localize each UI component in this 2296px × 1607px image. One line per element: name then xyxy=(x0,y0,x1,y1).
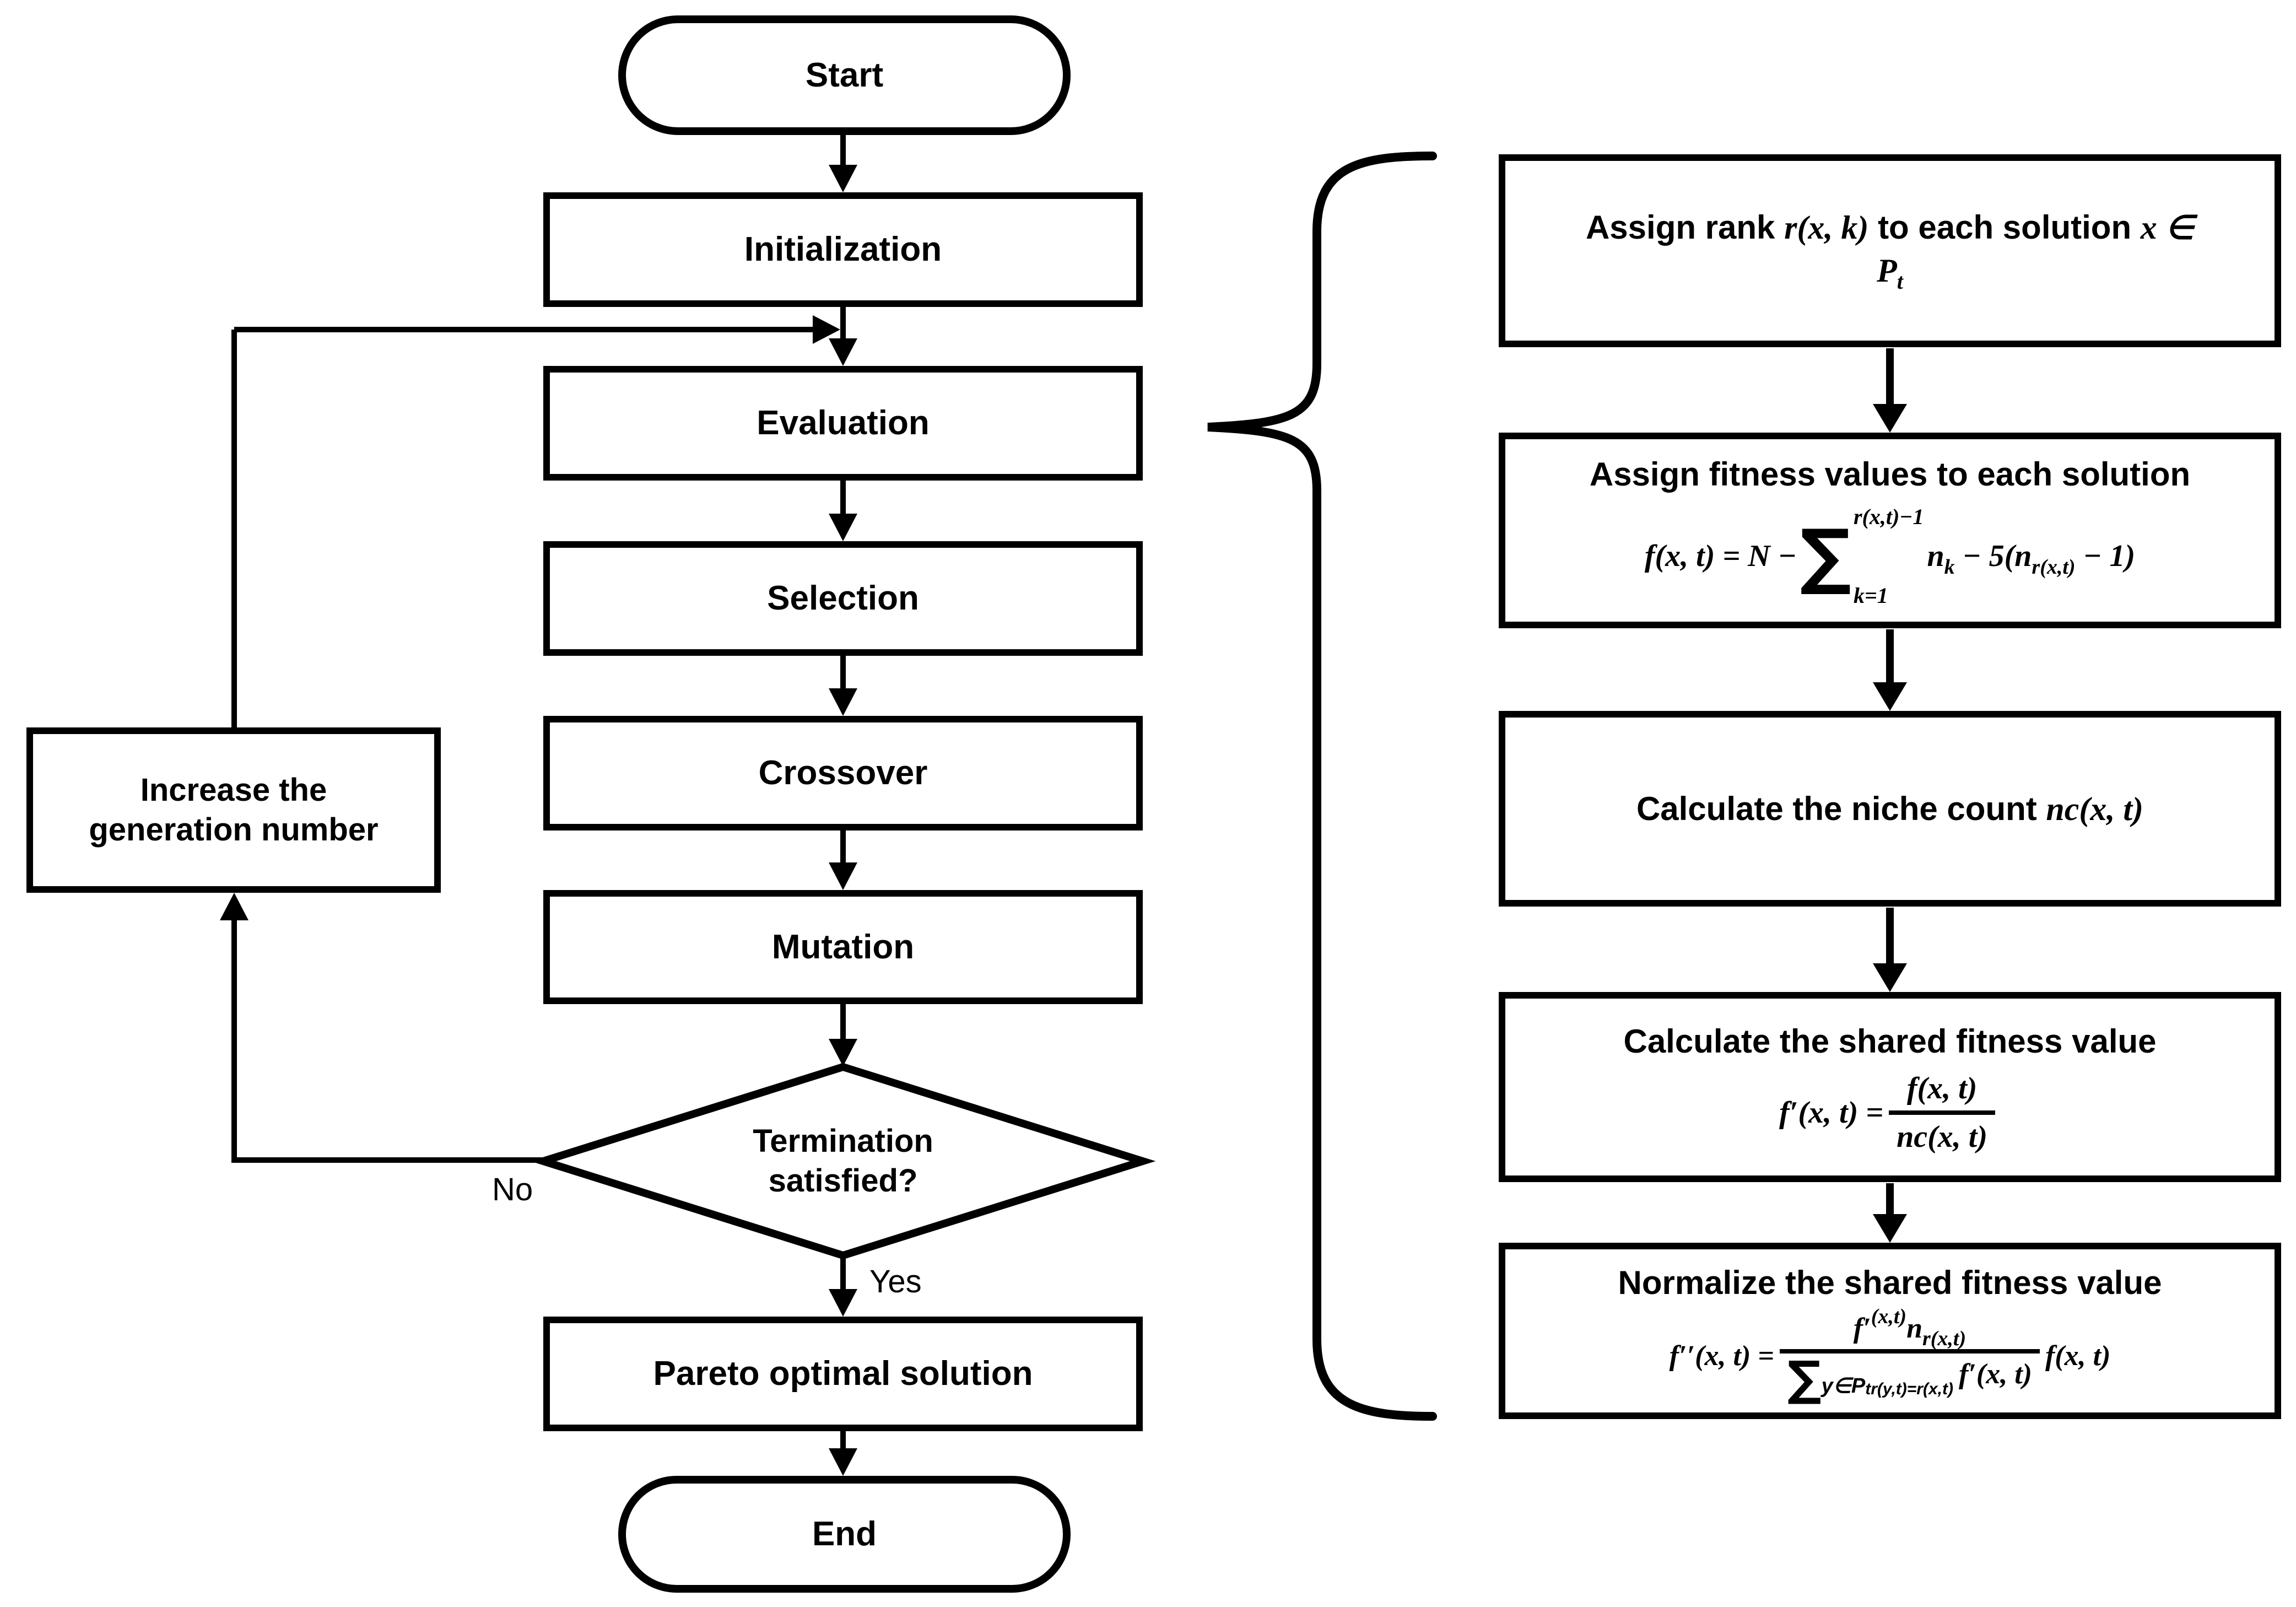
assign-fitness-title: Assign fitness values to each solution xyxy=(1589,455,2191,493)
no-branch-hline xyxy=(231,1157,557,1163)
arrow-eval-selection-head xyxy=(829,514,857,541)
shared-fitness-formula: f′(x, t) = f(x, t) nc(x, t) xyxy=(1779,1071,2001,1155)
evaluation-node: Evaluation xyxy=(543,366,1143,481)
initialization-label: Initialization xyxy=(744,230,942,269)
arrow-crossover-mutation-line xyxy=(840,829,846,865)
arrow-mutation-decision-line xyxy=(840,1003,846,1041)
initialization-node: Initialization xyxy=(543,192,1143,307)
increase-generation-node: Increase the generation number xyxy=(26,727,441,893)
start-label: Start xyxy=(805,56,884,94)
summation-symbol: ∑ r(x,t)−1 k=1 xyxy=(1800,504,1924,608)
arrow-r4-r5-line xyxy=(1886,1183,1894,1215)
increase-generation-label: Increase the generation number xyxy=(89,772,379,848)
arrow-pareto-end-line xyxy=(840,1430,846,1450)
termination-decision-label: Termination satisfied? xyxy=(753,1123,933,1199)
selection-label: Selection xyxy=(767,579,919,618)
arrow-mutation-decision-head xyxy=(829,1039,857,1066)
no-branch-head xyxy=(220,893,248,920)
assign-rank-box: Assign rank r(x, k) to each solution x ∈… xyxy=(1499,154,2281,347)
fraction: f(x, t) nc(x, t) xyxy=(1889,1071,1996,1155)
mutation-node: Mutation xyxy=(543,890,1143,1004)
denominator-sum-symbol: ∑ xyxy=(1787,1351,1822,1406)
assign-fitness-box: Assign fitness values to each solution f… xyxy=(1499,433,2281,628)
arrow-r2-r3-head xyxy=(1873,682,1907,711)
end-label: End xyxy=(812,1515,877,1554)
loop-return-hline xyxy=(234,327,814,332)
arrow-r1-r2-line xyxy=(1886,348,1894,405)
mutation-label: Mutation xyxy=(771,927,915,966)
pareto-node: Pareto optimal solution xyxy=(543,1317,1143,1431)
assign-rank-text: Assign rank r(x, k) to each solution x ∈… xyxy=(1585,208,2195,294)
normalize-fitness-title: Normalize the shared fitness value xyxy=(1618,1264,2162,1301)
evaluation-label: Evaluation xyxy=(757,404,930,443)
yes-label: Yes xyxy=(869,1264,922,1299)
arrow-crossover-mutation-head xyxy=(829,862,857,890)
arrow-selection-crossover-line xyxy=(840,655,846,691)
arrow-pareto-end-head xyxy=(829,1448,857,1476)
arrow-decision-pareto-line xyxy=(840,1255,846,1291)
arrow-r3-r4-head xyxy=(1873,963,1907,992)
no-label: No xyxy=(492,1172,533,1207)
normalize-fitness-box: Normalize the shared fitness value f′′(x… xyxy=(1499,1243,2281,1419)
loop-return-head xyxy=(813,315,840,344)
start-node: Start xyxy=(618,15,1071,135)
selection-node: Selection xyxy=(543,541,1143,656)
no-branch-vline xyxy=(231,918,237,1163)
arrow-r4-r5-head xyxy=(1873,1214,1907,1243)
fitness-formula: f(x, t) = N − ∑ r(x,t)−1 k=1 nk − 5(nr(x… xyxy=(1644,504,2136,608)
brace-path xyxy=(1207,152,1437,1421)
arrow-r2-r3-line xyxy=(1886,629,1894,683)
arrow-decision-pareto-head xyxy=(829,1289,857,1317)
arrow-start-init-line xyxy=(840,134,846,168)
arrow-eval-selection-line xyxy=(840,479,846,516)
loop-return-vline xyxy=(231,330,237,727)
pareto-label: Pareto optimal solution xyxy=(653,1355,1033,1393)
crossover-label: Crossover xyxy=(758,754,928,792)
end-node: End xyxy=(618,1476,1071,1593)
arrow-r3-r4-line xyxy=(1886,908,1894,964)
arrow-r1-r2-head xyxy=(1873,404,1907,433)
arrow-start-init-head xyxy=(829,165,857,192)
arrow-init-eval-line xyxy=(840,306,846,341)
shared-fitness-title: Calculate the shared fitness value xyxy=(1623,1022,2157,1060)
grouping-brace xyxy=(1207,152,1437,1421)
crossover-node: Crossover xyxy=(543,716,1143,831)
arrow-selection-crossover-head xyxy=(829,688,857,716)
niche-count-text: Calculate the niche count nc(x, t) xyxy=(1636,790,2144,827)
shared-fitness-box: Calculate the shared fitness value f′(x,… xyxy=(1499,992,2281,1182)
niche-count-box: Calculate the niche count nc(x, t) xyxy=(1499,711,2281,907)
